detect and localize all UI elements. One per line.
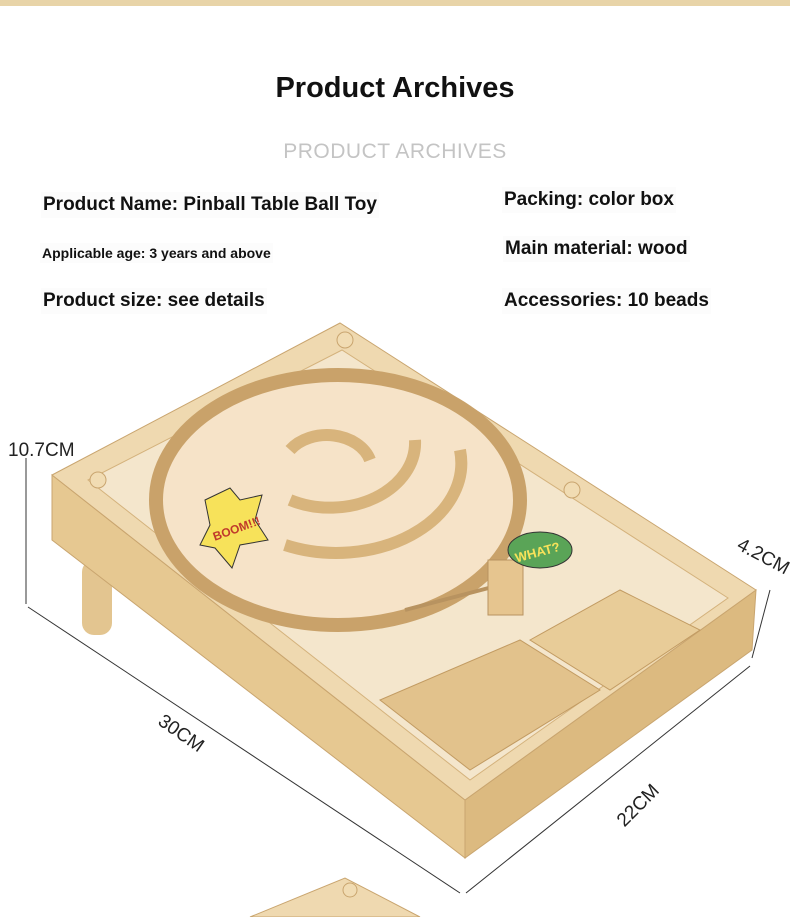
corner-pin	[89, 471, 107, 489]
circular-track	[149, 368, 527, 632]
width-label: 22CM	[613, 780, 664, 831]
length-dimension-line	[27, 606, 461, 894]
spec-applicable-age: Applicable age: 3 years and above	[40, 243, 273, 263]
depth-label: 4.2CM	[734, 534, 790, 579]
what-sticker	[507, 531, 573, 569]
height-label: 10.7CM	[8, 440, 75, 461]
page-title: Product Archives	[275, 72, 515, 104]
corner-pin	[342, 882, 358, 898]
page-subtitle: PRODUCT ARCHIVES	[283, 140, 507, 163]
depth-dimension-line	[751, 589, 771, 659]
plunger-block	[487, 559, 524, 616]
score-tray-right	[529, 589, 701, 691]
plunger-rod	[404, 583, 501, 612]
spec-product-size: Product size: see details	[41, 288, 267, 314]
corner-pin	[336, 331, 354, 349]
inner-arc	[285, 429, 376, 463]
middle-arc	[287, 439, 422, 514]
spec-accessories: Accessories: 10 beads	[502, 288, 711, 314]
next-image-preview	[249, 877, 421, 917]
spec-packing: Packing: color box	[502, 187, 676, 213]
boom-sticker	[199, 487, 269, 569]
length-label: 30CM	[154, 711, 208, 757]
corner-pin	[563, 481, 581, 499]
outer-arc	[283, 448, 468, 559]
width-dimension-line	[465, 665, 751, 894]
score-trays	[379, 639, 601, 771]
spec-product-name: Product Name: Pinball Table Ball Toy	[41, 192, 379, 218]
top-accent-bar	[0, 0, 790, 6]
spec-material: Main material: wood	[503, 236, 690, 262]
